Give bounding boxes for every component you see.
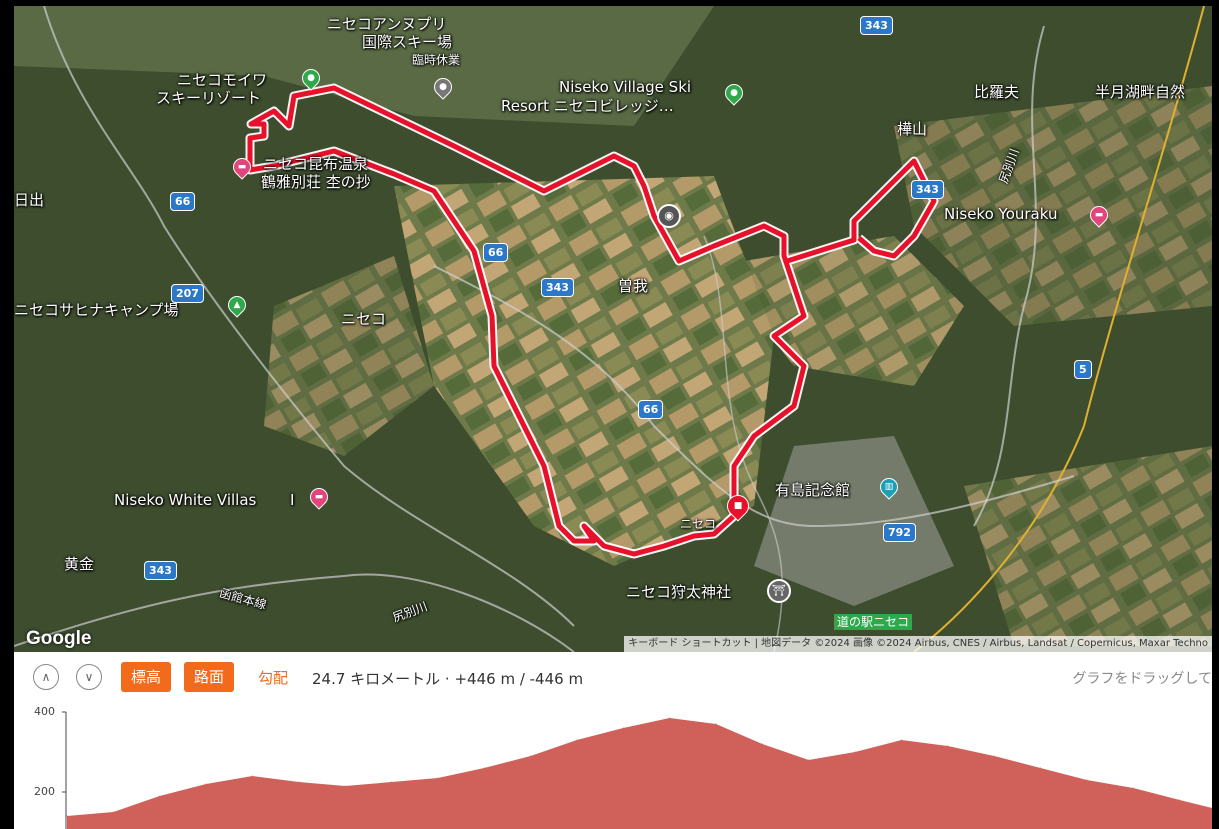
place-annupuri-status: 臨時休業 (412, 53, 461, 67)
road-343-north: 343 (860, 16, 893, 35)
camera-icon[interactable]: ◉ (657, 204, 681, 228)
grade-tab[interactable]: 勾配 (258, 669, 289, 687)
elevation-point (1211, 807, 1212, 809)
place-annupuri: ニセコアンヌプリ (327, 15, 447, 33)
surface-button[interactable]: 路面 (184, 662, 235, 692)
place-hangetsu: 半月湖畔自然 (1095, 83, 1186, 101)
elevation-point (576, 739, 578, 741)
elevation-point (205, 783, 207, 785)
chevron-up-icon[interactable]: ∧ (33, 664, 59, 690)
place-village: Niseko Village Ski (559, 78, 692, 96)
drag-hint: グラフをドラッグして (1072, 671, 1212, 687)
road-343-east: 343 (911, 180, 944, 199)
place-niseko: ニセコ (341, 310, 387, 328)
elevation-point (947, 745, 949, 747)
elevation-point (1179, 799, 1181, 801)
app-frame: ニセコアンヌプリ 国際スキー場 臨時休業 ● ニセコモイワ スキーリゾート ● … (14, 6, 1212, 829)
elevation-point (530, 755, 532, 757)
y-tick-200: 200 (34, 785, 55, 798)
place-village-resort: Resort ニセコビレッジ… (501, 97, 674, 115)
y-tick-400: 400 (34, 705, 55, 718)
place-soga: 曽我 (618, 277, 649, 295)
place-sahina: ニセコサヒナキャンプ場 (14, 301, 179, 319)
shrine-icon[interactable]: ⛩ (767, 579, 791, 603)
place-karita: ニセコ狩太神社 (626, 583, 732, 601)
road-66-central: 66 (483, 243, 509, 262)
elevation-point (483, 767, 485, 769)
elevation-profile-chart[interactable] (14, 702, 1212, 829)
elevation-point (112, 811, 114, 813)
elevation-point (808, 759, 810, 761)
google-logo: Google (26, 628, 92, 649)
place-youraku: Niseko Youraku (944, 205, 1058, 223)
map-attribution[interactable]: キーボード ショートカット | 地図データ ©2024 画像 ©2024 Air… (624, 636, 1212, 652)
elevation-button[interactable]: 標高 (121, 662, 172, 692)
place-station: ニセコ (680, 517, 717, 531)
elevation-panel: ∧ ∨ 標高 路面 勾配 24.7 キロメートル · +446 m / -446… (14, 652, 1212, 829)
place-arishima: 有島記念館 (775, 481, 851, 499)
elevation-point (669, 717, 671, 719)
place-michinoeki: 道の駅ニセコ (834, 614, 913, 630)
elevation-point (251, 775, 253, 777)
place-white-villas: Niseko White Villas (114, 491, 257, 509)
place-hirafu: 比羅夫 (974, 83, 1020, 101)
elevation-point (1132, 787, 1134, 789)
road-343-south: 343 (144, 561, 177, 580)
elevation-point (622, 727, 624, 729)
place-white-villas-suffix: I (290, 491, 295, 509)
map-canvas (14, 6, 1212, 652)
elevation-area (67, 718, 1212, 829)
road-5: 5 (1074, 360, 1092, 379)
place-kabayama: 樺山 (897, 120, 928, 138)
elevation-point (1040, 767, 1041, 769)
place-kogane: 黄金 (64, 555, 95, 573)
road-66-south: 66 (638, 400, 664, 419)
elevation-point (854, 751, 856, 753)
elevation-point (993, 755, 995, 757)
place-annupuri-ski: 国際スキー場 (362, 33, 453, 51)
satellite-map[interactable]: ニセコアンヌプリ 国際スキー場 臨時休業 ● ニセコモイワ スキーリゾート ● … (14, 6, 1212, 652)
road-66-west: 66 (170, 192, 196, 211)
elevation-point (900, 739, 902, 741)
route-stats: 24.7 キロメートル · +446 m / -446 m (312, 670, 584, 688)
elevation-point (344, 785, 346, 787)
elevation-point (66, 815, 68, 817)
road-207: 207 (171, 284, 204, 303)
elevation-point (391, 781, 392, 783)
elevation-point (298, 781, 300, 783)
road-343-central: 343 (541, 278, 574, 297)
place-konbu: ニセコ昆布温泉 (263, 155, 369, 173)
elevation-point (715, 723, 717, 725)
place-hide: 日出 (14, 191, 45, 209)
place-moiwa: ニセコモイワ (177, 71, 268, 89)
elevation-point (159, 795, 161, 797)
chevron-down-icon[interactable]: ∨ (76, 664, 102, 690)
elevation-point (761, 743, 763, 745)
road-792: 792 (883, 523, 916, 542)
elevation-point (1086, 779, 1088, 781)
elevation-point (437, 777, 439, 779)
place-moiwa-resort: スキーリゾート (156, 89, 262, 107)
place-konbu-hotel: 鶴雅別荘 杢の抄 (261, 173, 371, 191)
